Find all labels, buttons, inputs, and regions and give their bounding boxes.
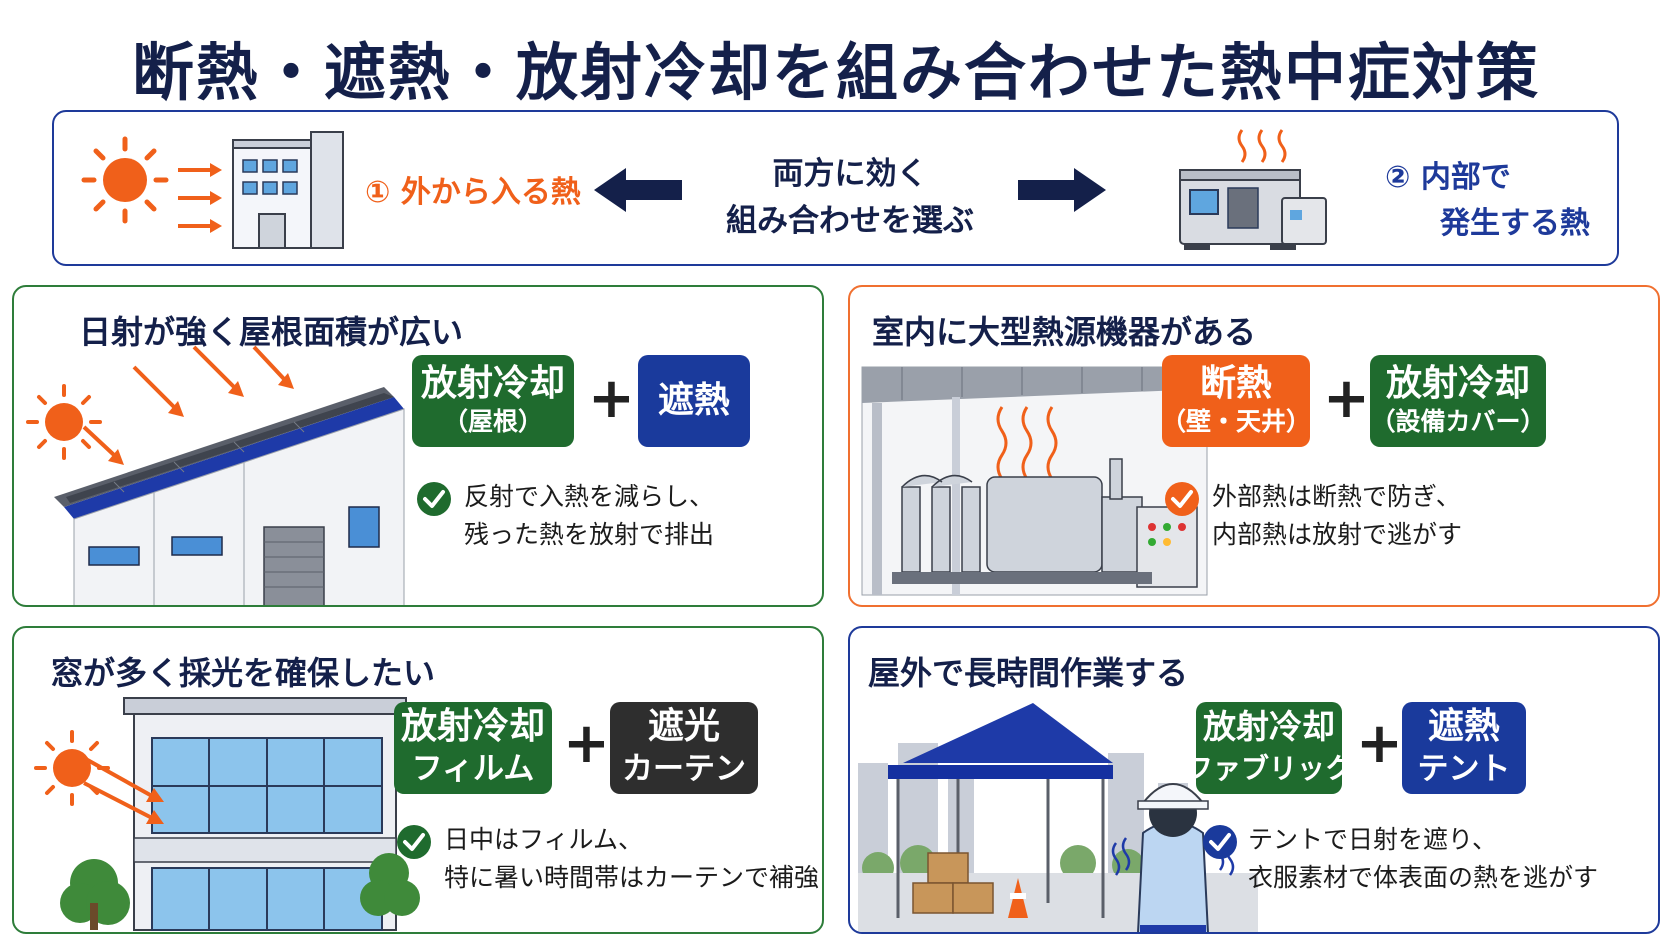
plus-sign: + xyxy=(563,711,610,776)
page-title: 断熱・遮熱・放射冷却を組み合わせた熱中症対策 xyxy=(131,36,1540,109)
check-icon xyxy=(397,825,431,859)
plus-sign: + xyxy=(1323,366,1370,431)
center-line-1: 両方に効く xyxy=(772,156,928,192)
badge-radiative-cooling-fabric: 放射冷却 ファブリック xyxy=(1185,702,1353,794)
badge-heat-shield: 遮熱 xyxy=(638,355,750,447)
note-line-1: 日中はフィルム、 xyxy=(444,825,644,854)
note-line-2: 特に暑い時間帯はカーテンで補強 xyxy=(444,863,820,892)
sun-icon xyxy=(26,384,102,460)
factory-roof-illustration xyxy=(54,387,405,605)
check-icon xyxy=(1203,825,1237,859)
incoming-heat-arrows-icon xyxy=(178,163,222,233)
badge-radiative-cooling: 放射冷却 （屋根） xyxy=(412,355,574,447)
check-icon xyxy=(1165,482,1199,516)
center-line-2: 組み合わせを選ぶ xyxy=(726,203,974,239)
case-title: 日射が強く屋根面積が広い xyxy=(79,313,464,351)
note-line-1: 外部熱は断熱で防ぎ、 xyxy=(1212,482,1461,511)
heat-generating-machine-icon xyxy=(1179,129,1327,250)
internal-heat-label-2: 発生する熱 xyxy=(1440,206,1590,241)
badge-insulation: 断熱 （壁・天井） xyxy=(1161,355,1311,447)
case-card-roof: 日射が強く屋根面積が広い xyxy=(12,285,824,607)
badge-radiative-cooling-film: 放射冷却 フィルム xyxy=(394,702,552,794)
arrow-left-icon xyxy=(594,168,682,212)
note-line-2: 残った熱を放射で排出 xyxy=(464,520,715,549)
badge-blackout-curtain: 遮光 カーテン xyxy=(610,702,758,794)
note-line-1: 反射で入熱を減らし、 xyxy=(464,482,715,511)
office-building-icon xyxy=(232,131,344,249)
badge-heat-shield-tent: 遮熱 テント xyxy=(1402,702,1526,794)
tent-worker-illustration xyxy=(858,703,1258,932)
case-card-windows: 窓が多く採光を確保したい 放射冷却 フィルム + 遮光 xyxy=(12,626,824,934)
check-icon xyxy=(417,482,451,516)
case-title: 屋外で長時間作業する xyxy=(868,654,1189,692)
factory-machinery-illustration xyxy=(861,366,1208,596)
case-title: 窓が多く採光を確保したい xyxy=(51,654,436,692)
internal-heat-label-1: ② 内部で xyxy=(1385,160,1511,195)
case-card-outdoor-work: 屋外で長時間作業する 放射冷却 ファブリック + 遮熱 テント テントで日射を遮… xyxy=(848,626,1660,934)
case-card-heat-equipment: 室内に大型熱源機器がある 断熱 （壁・天井） + 放射冷却 （設備カバー） xyxy=(848,285,1660,607)
note-line-2: 内部熱は放射で逃がす xyxy=(1212,520,1463,549)
plus-sign: + xyxy=(1356,711,1403,776)
note-line-1: テントで日射を遮り、 xyxy=(1248,825,1498,854)
case-title: 室内に大型熱源機器がある xyxy=(872,313,1257,351)
sun-icon xyxy=(81,136,169,224)
plus-sign: + xyxy=(588,366,635,431)
external-heat-label: ① 外から入る熱 xyxy=(365,175,581,210)
arrow-right-icon xyxy=(1018,168,1106,212)
heat-source-summary-box xyxy=(52,110,1619,266)
badge-radiative-cooling: 放射冷却 （設備カバー） xyxy=(1370,355,1546,447)
glass-building-illustration xyxy=(60,697,420,931)
note-line-2: 衣服素材で体表面の熱を逃がす xyxy=(1248,863,1599,892)
sunlight-arrows-icon xyxy=(82,345,294,465)
